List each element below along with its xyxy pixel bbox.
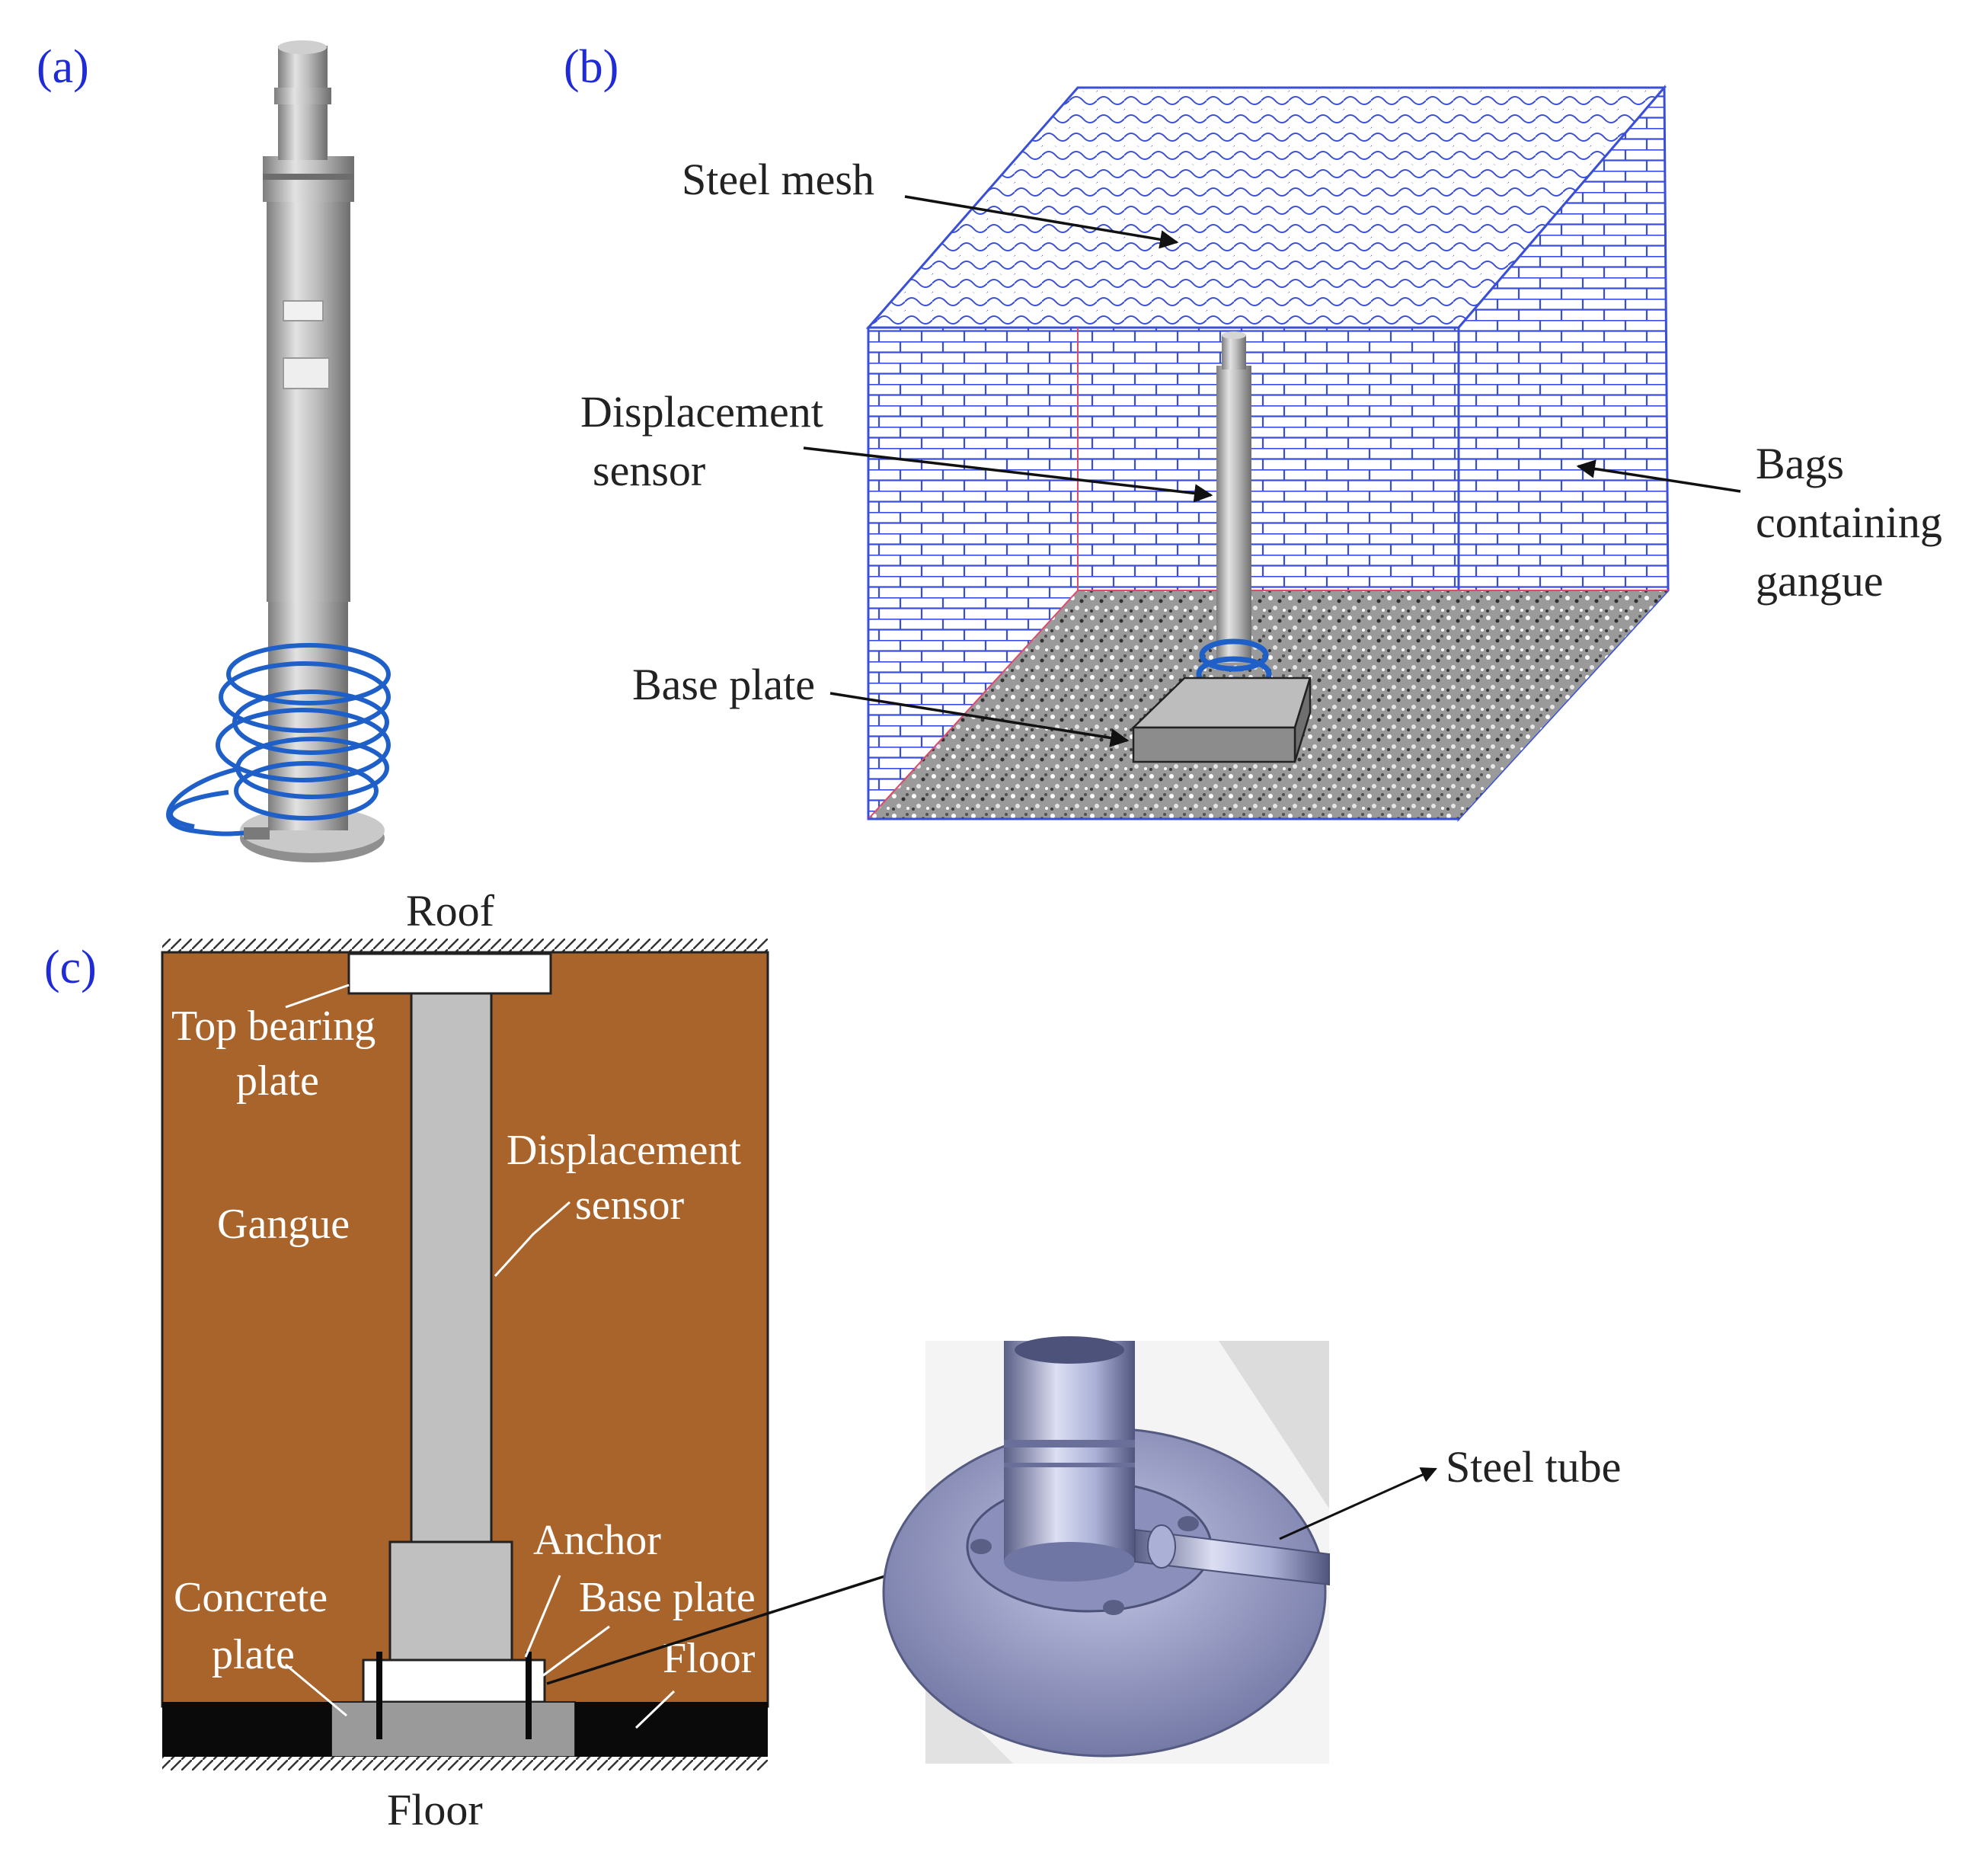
label-top-bearing-plate-1: Top bearing bbox=[171, 1003, 376, 1050]
sensor-photo bbox=[240, 40, 385, 862]
detail-bolt-1 bbox=[970, 1539, 992, 1554]
label-gangue: Gangue bbox=[217, 1201, 350, 1248]
leader-concrete-plate bbox=[285, 1663, 347, 1717]
arrow-displacement-sensor-b bbox=[803, 446, 1213, 503]
label-concrete-plate-1: Concrete bbox=[174, 1574, 328, 1621]
sensor-sticker bbox=[283, 300, 324, 321]
detail-vertical-tube bbox=[1004, 1341, 1135, 1562]
panel-a: (a) bbox=[37, 40, 391, 862]
box-sensor-tube bbox=[1216, 366, 1251, 663]
label-displacement-sensor-c-1: Displacement bbox=[507, 1127, 741, 1174]
label-floor-bottom: Floor bbox=[387, 1785, 483, 1834]
cable-coil bbox=[166, 643, 391, 836]
label-roof: Roof bbox=[406, 886, 495, 936]
anchor-left bbox=[376, 1652, 382, 1739]
sensor-lower-section bbox=[388, 1540, 513, 1662]
sensor-label-plate bbox=[283, 357, 330, 389]
label-steel-mesh: Steel mesh bbox=[682, 155, 874, 204]
leader-floor-inner bbox=[634, 1690, 676, 1729]
label-base-plate-c: Base plate bbox=[579, 1574, 756, 1621]
label-top-bearing-plate-2: plate bbox=[236, 1057, 319, 1105]
panel-c: (c) Roof Top bear bbox=[44, 886, 909, 1834]
floor-block-left bbox=[162, 1702, 331, 1757]
detail-bolt-3 bbox=[1178, 1516, 1199, 1531]
leader-displacement-sensor-c bbox=[494, 1201, 571, 1278]
top-bearing-plate bbox=[347, 952, 552, 995]
label-bags-2: containing bbox=[1756, 497, 1942, 547]
base-plate-c bbox=[362, 1658, 546, 1703]
panel-a-label: (a) bbox=[37, 41, 89, 93]
arrow-steel-mesh bbox=[904, 195, 1179, 249]
panel-c-label: (c) bbox=[44, 942, 97, 993]
panel-b: (b) S bbox=[564, 41, 1942, 822]
roof-hatch bbox=[162, 939, 768, 952]
arrow-steel-tube bbox=[1279, 1467, 1437, 1540]
label-anchor: Anchor bbox=[533, 1517, 661, 1564]
label-concrete-plate-2: plate bbox=[212, 1631, 295, 1678]
label-bags-1: Bags bbox=[1756, 439, 1844, 488]
floor-block-right bbox=[575, 1702, 768, 1757]
leader-base-plate-c bbox=[542, 1625, 610, 1678]
label-bags-3: gangue bbox=[1756, 556, 1884, 606]
leader-anchor bbox=[524, 1575, 561, 1658]
label-displacement-sensor-b-1: Displacement bbox=[580, 387, 823, 437]
detail-rendering: Steel tube bbox=[882, 1336, 1621, 1764]
concrete-plate bbox=[331, 1701, 576, 1758]
panel-b-label: (b) bbox=[564, 41, 618, 93]
detail-bolt-2 bbox=[1103, 1600, 1124, 1615]
detail-steel-tube bbox=[1134, 1528, 1330, 1586]
label-steel-tube: Steel tube bbox=[1446, 1442, 1621, 1492]
cable-connector bbox=[244, 827, 270, 840]
label-base-plate-b: Base plate bbox=[632, 660, 815, 709]
leader-top-bearing-plate bbox=[285, 984, 350, 1009]
sensor-main-tube bbox=[267, 198, 350, 602]
floor-hatch bbox=[162, 1757, 768, 1770]
anchor-right bbox=[526, 1652, 532, 1739]
displacement-sensor-column bbox=[410, 992, 493, 1543]
label-displacement-sensor-b-2: sensor bbox=[593, 446, 705, 495]
box-base-plate bbox=[1130, 677, 1312, 763]
arrow-to-detail bbox=[546, 1566, 909, 1685]
label-displacement-sensor-c-2: sensor bbox=[575, 1182, 684, 1229]
arrow-base-plate-b bbox=[829, 692, 1130, 747]
arrow-bags bbox=[1576, 459, 1741, 493]
